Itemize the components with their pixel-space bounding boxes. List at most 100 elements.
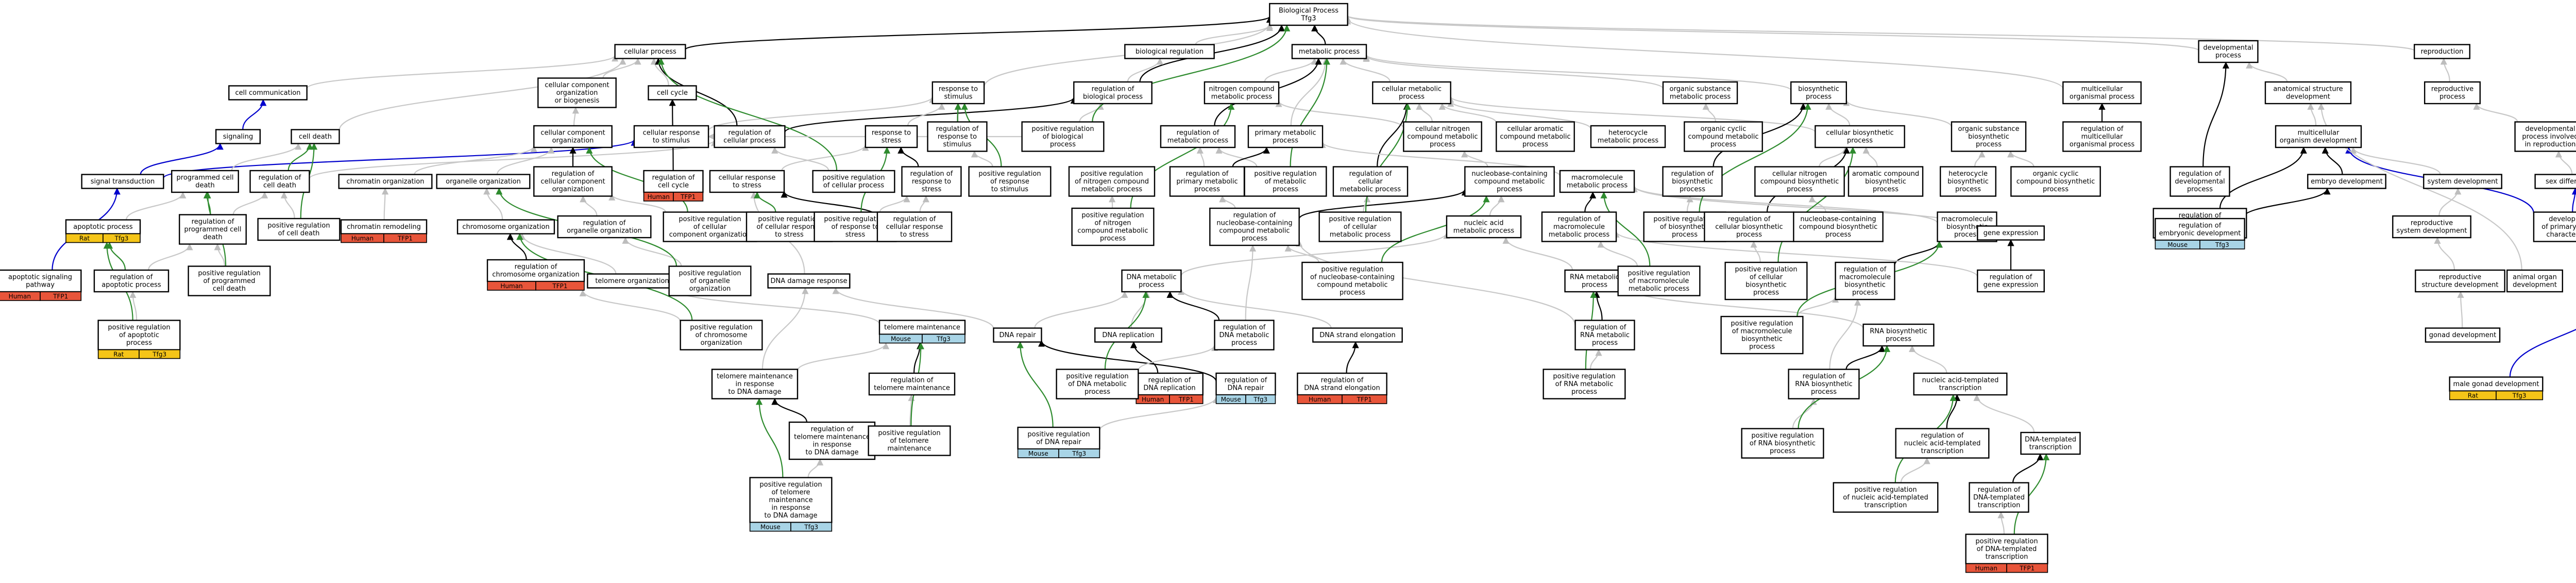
go-term-cell-cycle[interactable]: cell cycle — [648, 85, 697, 101]
go-term-dna-replication[interactable]: DNA replication — [1094, 327, 1162, 343]
go-term-biological-regulation[interactable]: biological regulation — [1124, 44, 1215, 59]
go-term-cell-death[interactable]: cell death — [291, 129, 340, 144]
go-term-regulation-of-nucleobase-cmp[interactable]: regulation ofnucleobase-containingcompou… — [1209, 207, 1300, 246]
go-term-telomere-organization[interactable]: telomere organization — [587, 273, 677, 289]
go-term-cellular-process[interactable]: cellular process — [614, 44, 686, 59]
go-term-embryo-development[interactable]: embryo development — [2307, 174, 2386, 189]
go-term-gene-expression[interactable]: gene expression — [1977, 225, 2045, 241]
go-term-chromatin-organization[interactable]: chromatin organization — [338, 174, 433, 189]
go-term-development-of-primary-sexual[interactable]: developmentof primary sexualcharacterist… — [2533, 211, 2576, 242]
go-term-cell-communication[interactable]: cell communication — [228, 85, 308, 101]
go-term-chromosome-organization[interactable]: chromosome organization — [456, 219, 555, 235]
go-term-male-gonad-development[interactable]: male gonad development — [2449, 376, 2544, 392]
go-term-reproduction[interactable]: reproduction — [2414, 44, 2471, 59]
go-term-signal-transduction[interactable]: signal transduction — [81, 174, 164, 189]
go-term-dna-repair[interactable]: DNA repair — [993, 327, 1042, 343]
go-term-system-development[interactable]: system development — [2423, 174, 2502, 189]
go-term-organelle-organization[interactable]: organelle organization — [436, 174, 531, 189]
